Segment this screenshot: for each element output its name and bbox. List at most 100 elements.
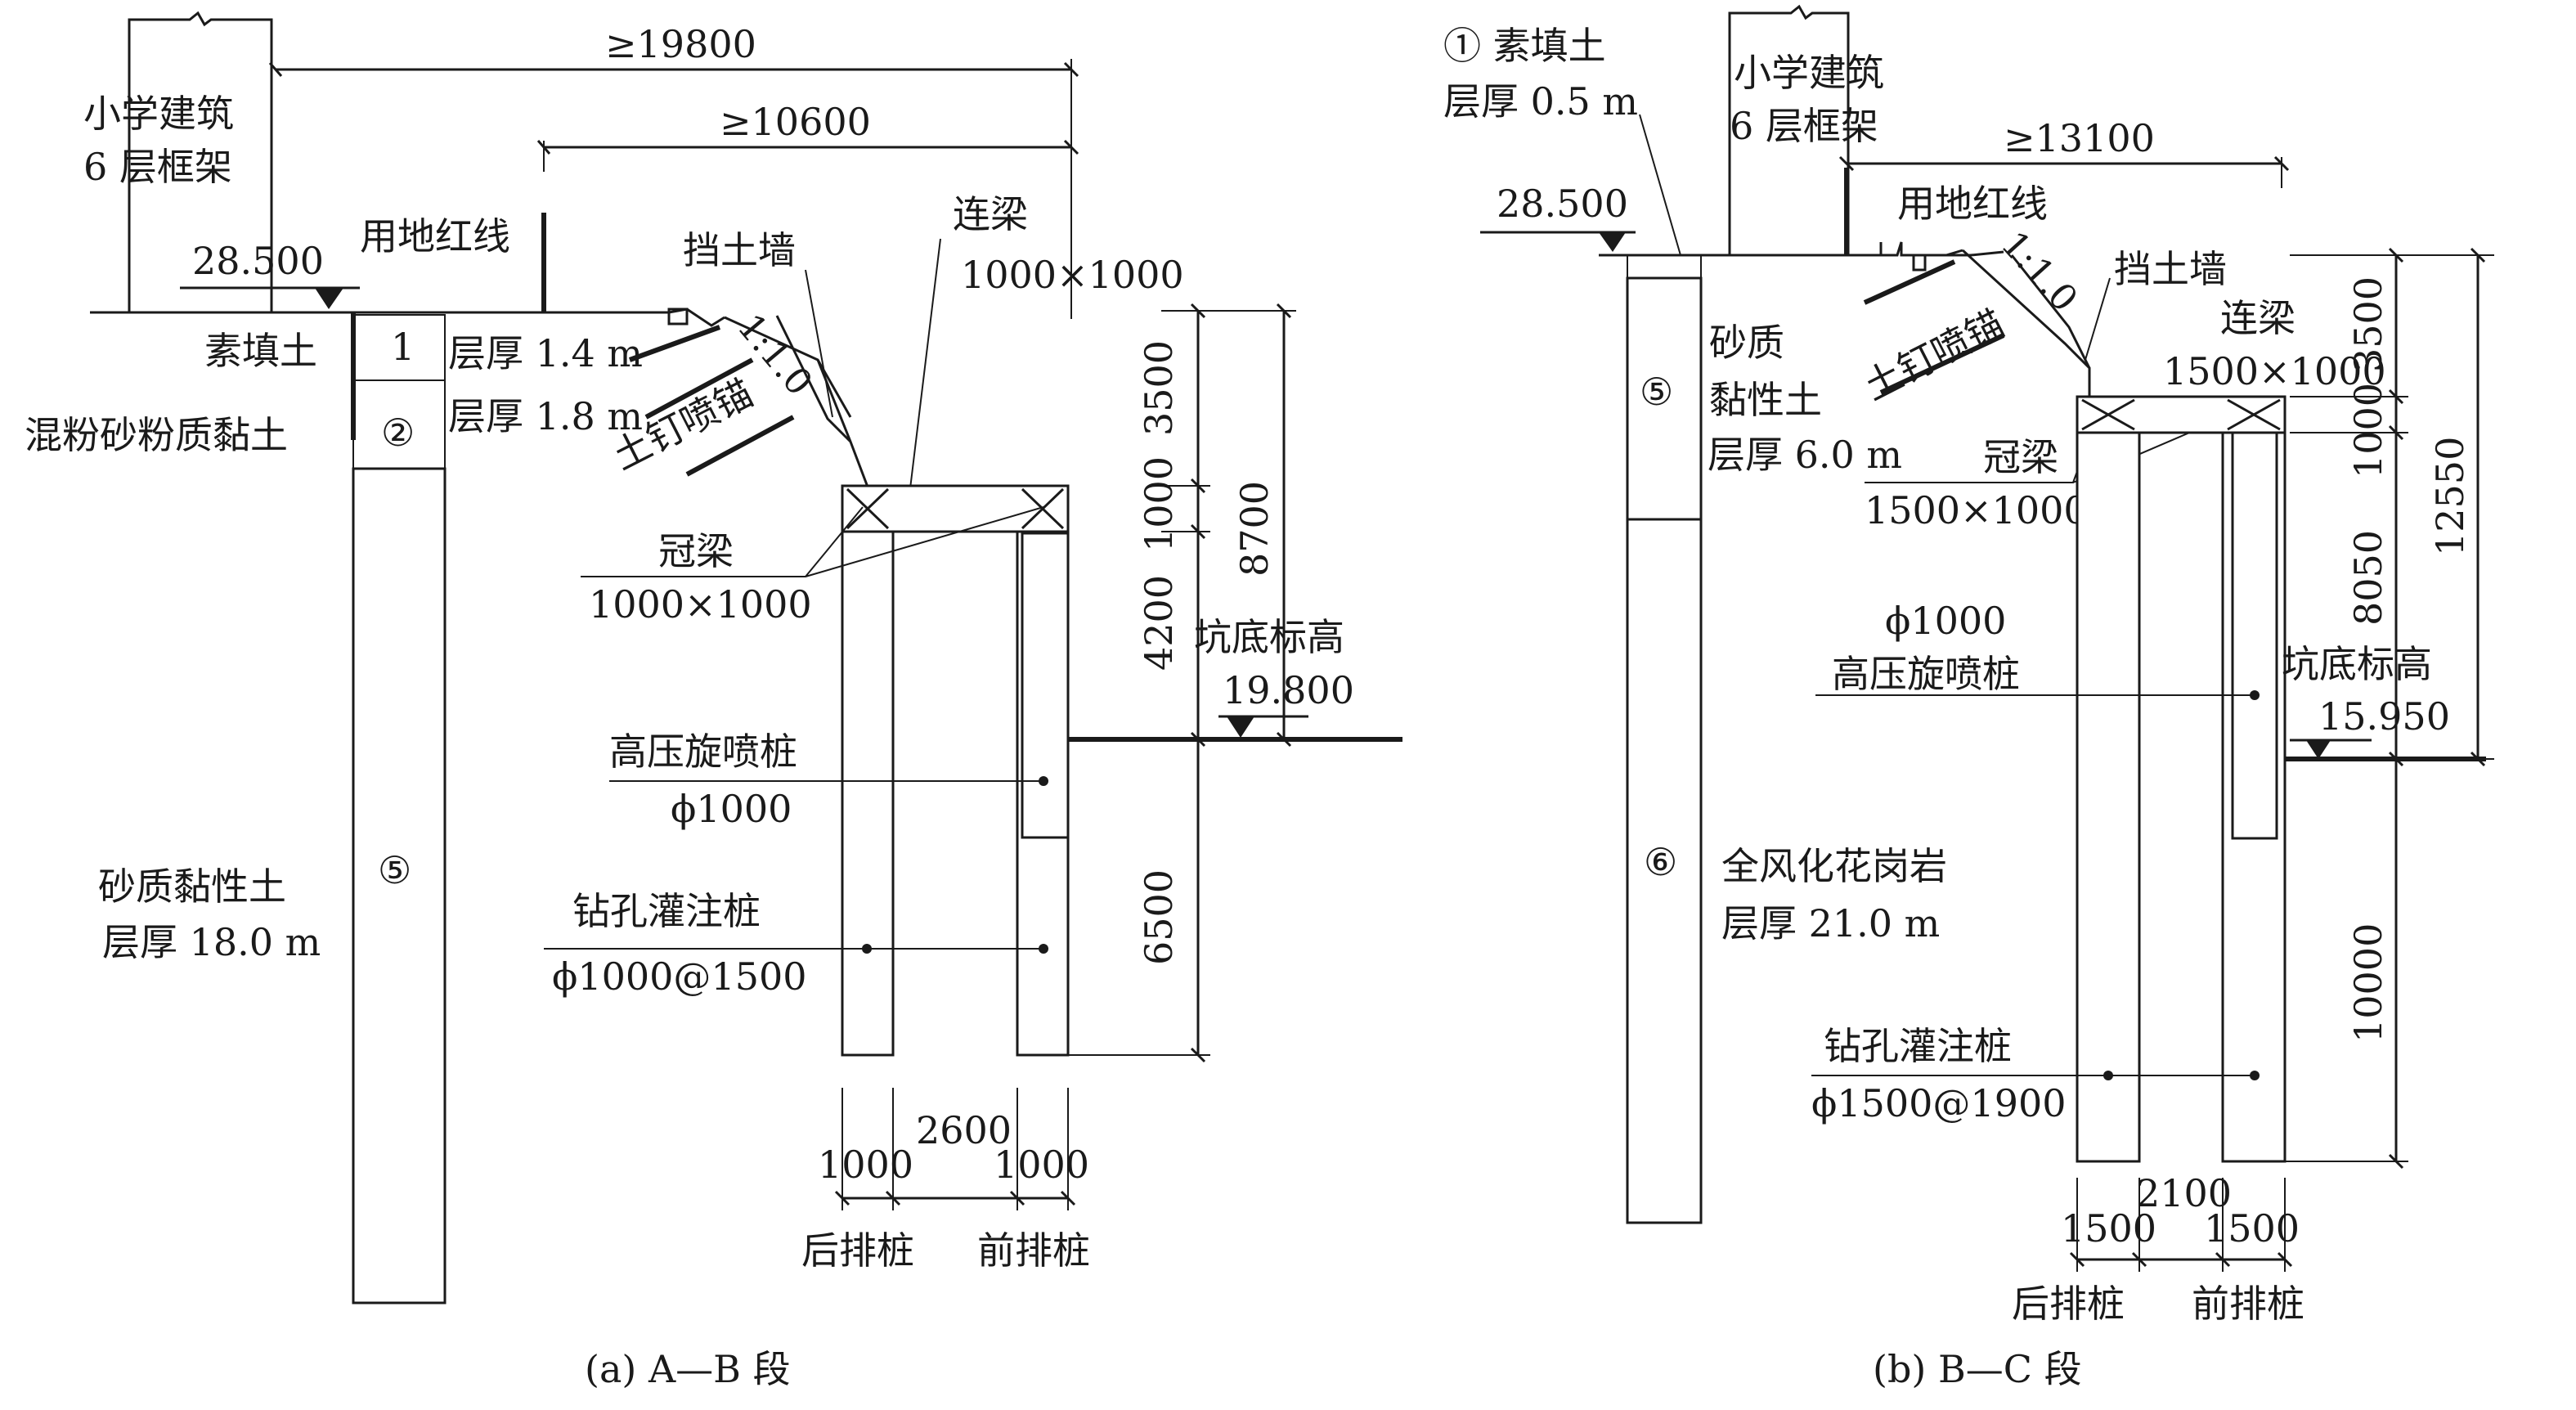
panel-b: 小学建筑 6 层框架 ① 素填土 层厚 0.5 m 28.500 用地红线 ≥1… [1443, 4, 2494, 1391]
fill-layer-b-leader [1639, 114, 1681, 256]
dim-b-1500-left: 1500 [2061, 1206, 2156, 1251]
dim-1000-right: 1000 [994, 1143, 1089, 1187]
building-outline-b [1728, 4, 1850, 255]
crown-beam-size: 1000×1000 [589, 582, 812, 626]
layer-5-b-name1: 砂质 [1709, 321, 1784, 365]
layer-5-name: 砂质黏性土 [98, 864, 286, 909]
building-b-line1: 小学建筑 [1734, 51, 1884, 95]
layer-5-b-name2: 黏性土 [1709, 378, 1822, 422]
crown-beam-b-label: 冠梁 [1983, 435, 2058, 479]
dim-13100: ≥13100 [2004, 116, 2155, 160]
dim-b-1500-right: 1500 [2204, 1206, 2300, 1251]
front-pile [1016, 484, 1070, 1057]
layer-1-number: 1 [391, 325, 415, 369]
layer-2-number: ② [381, 411, 415, 455]
hdim-extensions-b [2076, 1178, 2286, 1272]
jet-pile-size: ϕ1000 [671, 787, 792, 831]
layer-6-b-hatch [1626, 518, 1703, 1224]
bored-pile-b-point-rear [2103, 1071, 2113, 1080]
bored-pile-b-point-front [2250, 1071, 2260, 1080]
building-label-line2: 6 层框架 [83, 145, 232, 189]
slope-ratio-b: 1:1.0 [1993, 223, 2085, 320]
connecting-beam-b-size: 1500×1000 [2163, 349, 2386, 393]
beam-b-cross-marks [2081, 398, 2281, 431]
dim-b-12550: 12550 [2428, 437, 2472, 556]
retaining-wall-b [2010, 254, 2091, 369]
layer-5-thickness: 层厚 18.0 m [102, 920, 321, 964]
crown-beam-label: 冠梁 [658, 529, 734, 573]
connecting-beam-size: 1000×1000 [961, 253, 1184, 297]
layer-6-b-thickness: 层厚 21.0 m [1721, 901, 1940, 945]
building-b-line2: 6 层框架 [1730, 104, 1878, 148]
layer-2-name: 混粉砂粉质黏土 [25, 413, 288, 457]
fill-layer-b-label: ① 素填土 [1443, 24, 1606, 68]
connecting-beam-b-label: 连梁 [2220, 296, 2296, 340]
layer-boundaries [353, 379, 445, 469]
beam-cross-marks [846, 487, 1065, 530]
front-pile-label: 前排桩 [977, 1228, 1090, 1273]
vdim-ticks-a [1190, 303, 1292, 1063]
elevation-triangle-b [1599, 232, 1626, 252]
dim-2600: 2600 [916, 1108, 1012, 1152]
fill-layer-b-name: 素填土 [1493, 24, 1606, 68]
layer-1-name: 素填土 [204, 329, 317, 373]
elevation-triangle [315, 288, 343, 309]
front-jet-grout [1021, 532, 1070, 839]
rear-pile-b [2076, 395, 2141, 1163]
dim-b-2100: 2100 [2136, 1171, 2232, 1215]
rear-pile [841, 484, 895, 1057]
pit-bottom-b-elevation: 15.950 [2318, 694, 2450, 739]
dim-b-1000: 1000 [2346, 383, 2390, 478]
ground-elevation: 28.500 [192, 239, 324, 283]
fill-layer-b-number: ① [1443, 24, 1481, 68]
bored-pile-point-front [1039, 944, 1048, 954]
connecting-beam-leader [907, 238, 941, 510]
layer-5-number: ⑤ [378, 848, 411, 892]
soil-nail-label-b: 土钉喷锚 [1856, 301, 2010, 409]
retaining-wall-label: 挡土墙 [683, 228, 796, 272]
retaining-wall-b-label: 挡土墙 [2114, 247, 2227, 291]
soil-nails [628, 325, 795, 477]
panel-a: 小学建筑 6 层框架 28.500 用地红线 素填土 1 层厚 1.4 m 混粉… [25, 11, 1402, 1391]
building-outline [128, 11, 273, 312]
slope-line [724, 316, 870, 490]
jet-pile-point [1039, 776, 1048, 786]
ground-line [90, 308, 725, 327]
crown-beam-b-size: 1500×1000 [1865, 488, 2088, 532]
dim-b-10000: 10000 [2346, 923, 2390, 1043]
dim-19800: ≥19800 [605, 22, 756, 66]
bored-pile-label: 钻孔灌注桩 [572, 889, 761, 933]
panel-b-caption: (b) B—C 段 [1873, 1347, 2082, 1391]
bored-pile-b-label: 钻孔灌注桩 [1824, 1024, 2012, 1068]
jet-pile-label: 高压旋喷桩 [609, 730, 797, 774]
hdim-extensions-a [841, 1088, 1069, 1210]
drain-ditch-b [1905, 250, 2004, 272]
connecting-beam [841, 484, 1070, 533]
connecting-beam-b [2076, 395, 2287, 434]
vdim-extensions-b [2285, 254, 2494, 1162]
layer-6-b-name: 全风化花岗岩 [1721, 844, 1947, 888]
dim-6500: 6500 [1137, 869, 1181, 965]
soil-nails-b [1863, 259, 2005, 395]
red-line-b-label: 用地红线 [1897, 182, 2048, 226]
dim-b-8050: 8050 [2346, 530, 2390, 626]
dim-3500: 3500 [1137, 340, 1181, 436]
pit-bottom-triangle-b [2306, 740, 2331, 759]
dim-1000-left: 1000 [818, 1143, 913, 1187]
building-label-line1: 小学建筑 [83, 92, 234, 136]
bored-pile-point-rear [862, 944, 872, 954]
layer-5-b-number: ⑤ [1640, 370, 1673, 414]
red-line-label: 用地红线 [360, 214, 510, 258]
layer-6-b-number: ⑥ [1644, 840, 1677, 884]
fill-layer-b-thickness: 层厚 0.5 m [1443, 79, 1638, 123]
layer-2-thickness: 层厚 1.8 m [448, 394, 643, 438]
dim-1000: 1000 [1137, 456, 1181, 552]
rear-pile-label: 后排桩 [801, 1228, 914, 1273]
retaining-wall-leader [805, 269, 833, 418]
jet-pile-b-point [2250, 690, 2260, 700]
fill-layer-b-hatch [1627, 254, 1702, 279]
bored-pile-b-size: ϕ1500@1900 [1811, 1081, 2067, 1125]
dim-4200: 4200 [1137, 575, 1181, 671]
dim-10600: ≥10600 [720, 100, 871, 144]
pit-bottom-b-label: 坑底标高 [2282, 642, 2432, 686]
